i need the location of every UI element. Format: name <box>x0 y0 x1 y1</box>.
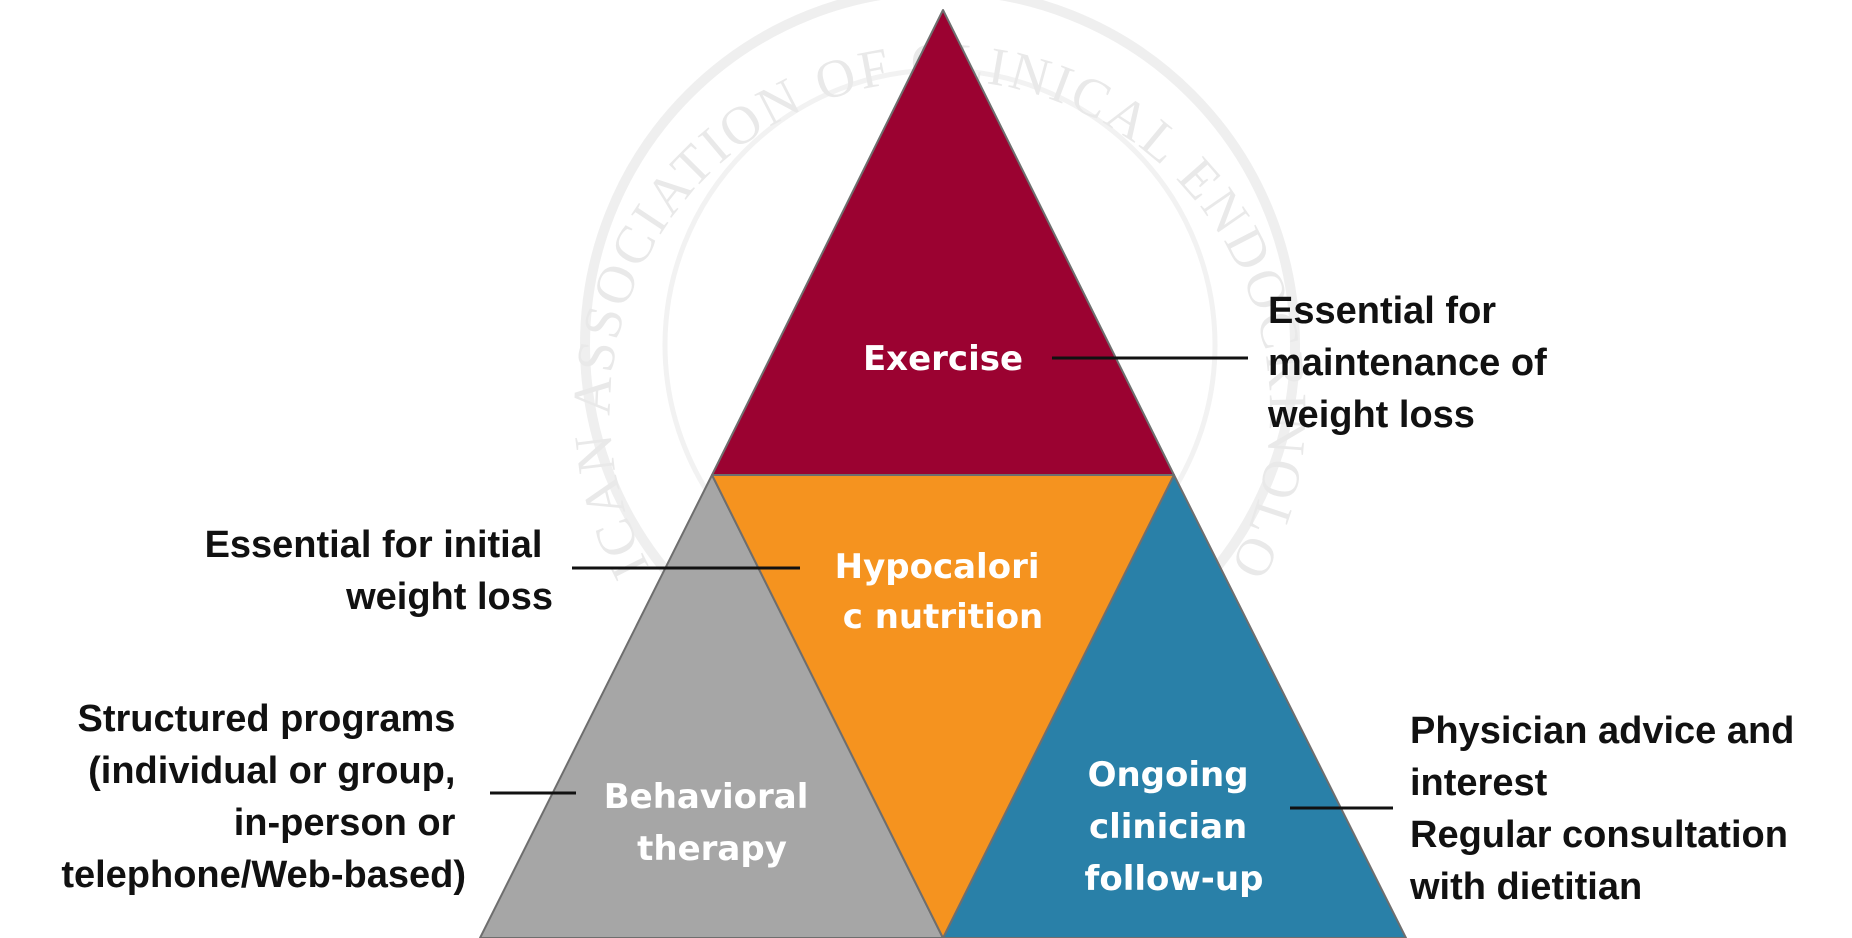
nutrition-label-line-1: Hypocalori <box>835 547 1040 587</box>
behavioral-label: Behavioral therapy <box>604 777 821 869</box>
followup-note-line-4: with dietitian <box>1409 866 1642 908</box>
behavioral-label-line-2: therapy <box>637 829 787 869</box>
nutrition-segment <box>711 474 1175 938</box>
behavioral-note-line-2: (individual or group, <box>88 750 455 792</box>
behavioral-label-line-1: Behavioral <box>604 777 809 817</box>
nutrition-label-line-2: c nutrition <box>843 597 1044 637</box>
exercise-note-line-3: weight loss <box>1267 394 1475 436</box>
followup-note-line-3: Regular consultation <box>1410 814 1788 856</box>
behavioral-note-line-1: Structured programs <box>77 698 455 740</box>
exercise-note-line-2: maintenance of <box>1268 342 1547 384</box>
exercise-label-line: Exercise <box>863 339 1023 379</box>
followup-note: Physician advice and interest Regular co… <box>1409 710 1805 908</box>
exercise-note: Essential for maintenance of weight loss <box>1267 290 1557 436</box>
nutrition-note: Essential for initial weight loss <box>205 524 553 618</box>
exercise-label: Exercise <box>863 339 1023 379</box>
nutrition-label: Hypocalori c nutrition <box>835 547 1052 637</box>
followup-note-line-2: interest <box>1410 762 1548 804</box>
followup-label: Ongoing clinician follow-up <box>1085 755 1264 899</box>
exercise-note-line-1: Essential for <box>1268 290 1496 332</box>
followup-label-line-1: Ongoing <box>1088 755 1249 795</box>
followup-label-line-3: follow-up <box>1085 859 1264 899</box>
followup-label-line-2: clinician <box>1089 807 1247 847</box>
behavioral-note-line-4: telephone/Web-based) <box>61 854 466 896</box>
nutrition-note-line-2: weight loss <box>345 576 553 618</box>
behavioral-note-line-3: in-person or <box>234 802 456 844</box>
behavioral-note: Structured programs (individual or group… <box>61 698 466 896</box>
followup-note-line-1: Physician advice and <box>1410 710 1794 752</box>
nutrition-note-line-1: Essential for initial <box>205 524 543 566</box>
